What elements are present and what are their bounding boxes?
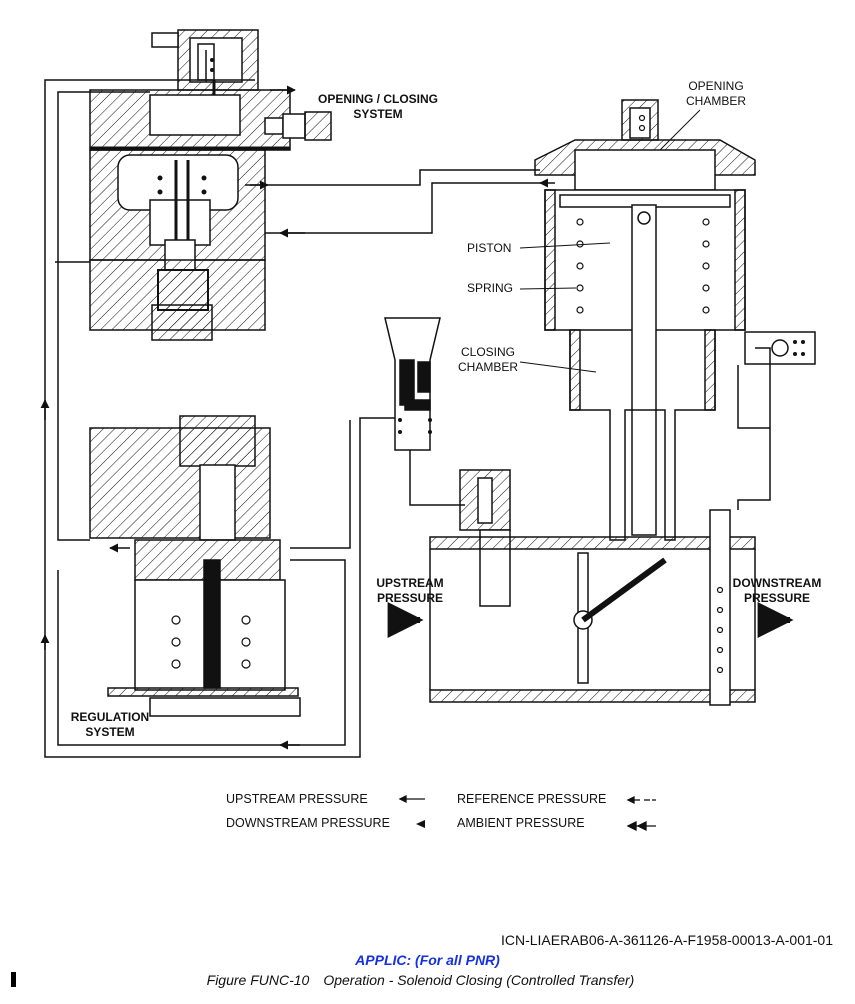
- figure-caption: Figure FUNC-10 Operation - Solenoid Closi…: [0, 972, 855, 988]
- label-downstream-pressure-2: PRESSURE: [744, 591, 810, 605]
- label-closing-chamber-2: CHAMBER: [458, 360, 518, 374]
- legend-upstream-symbol: [398, 794, 425, 804]
- legend-reference-label: REFERENCE PRESSURE: [457, 792, 606, 806]
- legend-upstream-label: UPSTREAM PRESSURE: [226, 792, 368, 806]
- label-opening-chamber-2: CHAMBER: [686, 94, 746, 108]
- figure-title: Operation - Solenoid Closing (Controlled…: [323, 972, 635, 988]
- legend-reference-symbol: [626, 795, 656, 805]
- label-opening-closing-system-2: SYSTEM: [353, 107, 402, 121]
- main-duct: [387, 509, 794, 706]
- legend-ambient-label: AMBIENT PRESSURE: [457, 816, 585, 830]
- label-downstream-pressure: DOWNSTREAM: [733, 576, 822, 590]
- applicability-note: APPLIC: (For all PNR): [355, 952, 500, 968]
- legend-ambient-symbol: [626, 820, 656, 832]
- opening-closing-system: [89, 29, 332, 341]
- change-bar: [11, 972, 16, 987]
- label-regulation-system: REGULATION: [71, 710, 149, 724]
- label-upstream-pressure: UPSTREAM: [376, 576, 443, 590]
- label-closing-chamber: CLOSING: [461, 345, 515, 359]
- actuator: [534, 99, 816, 541]
- label-upstream-pressure-2: PRESSURE: [377, 591, 443, 605]
- legend-downstream-label: DOWNSTREAM PRESSURE: [226, 816, 390, 830]
- figure-number: Figure FUNC-10: [206, 972, 310, 988]
- label-opening-closing-system: OPENING / CLOSING: [318, 92, 438, 106]
- diagram-labels: OPENING / CLOSING SYSTEM OPENING CHAMBER…: [71, 79, 822, 739]
- regulation-system: [89, 415, 301, 717]
- label-piston: PISTON: [467, 241, 511, 255]
- label-spring: SPRING: [467, 281, 513, 295]
- legend-downstream-symbol: [416, 820, 425, 828]
- label-opening-chamber: OPENING: [688, 79, 743, 93]
- icn-code: ICN-LIAERAB06-A-361126-A-F1958-00013-A-0…: [500, 932, 833, 948]
- label-regulation-system-2: SYSTEM: [85, 725, 134, 739]
- legend: UPSTREAM PRESSURE REFERENCE PRESSURE DOW…: [226, 792, 656, 832]
- pneumatic-lines: [40, 79, 771, 758]
